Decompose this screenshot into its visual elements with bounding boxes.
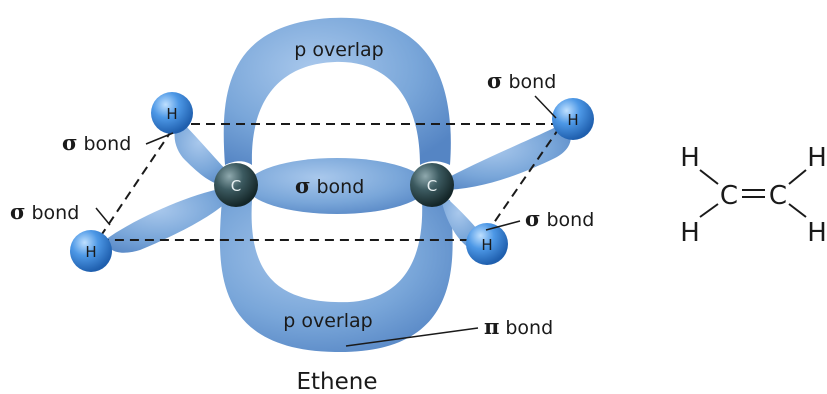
pi-symbol: π xyxy=(484,314,499,339)
formula-bond-h-c xyxy=(699,169,719,185)
leader-line xyxy=(145,132,174,145)
atom-label: H xyxy=(166,105,177,123)
leader-line xyxy=(345,327,479,347)
sigma-lobe-upper-left xyxy=(174,120,236,185)
carbon-atom-left: C xyxy=(214,163,258,207)
hydrogen-atom-lower-left: H xyxy=(70,230,112,272)
hydrogen-atom-upper-left: H xyxy=(151,92,193,134)
atom-label: C xyxy=(231,177,241,195)
formula-h-upper-left: H xyxy=(680,143,700,173)
structural-formula: H H H H C C xyxy=(680,143,827,248)
leader-line xyxy=(534,95,557,119)
leader-line xyxy=(95,207,111,226)
p-overlap-top-lobe xyxy=(223,17,451,166)
atom-label: H xyxy=(85,243,96,261)
formula-bond-h-c xyxy=(788,169,807,185)
hydrogen-atom-upper-right: H xyxy=(552,98,594,140)
sigma-bond-cc-lobe xyxy=(247,158,427,214)
diagram-caption: Ethene xyxy=(296,369,377,394)
formula-bond-h-c xyxy=(788,203,807,218)
formula-h-lower-left: H xyxy=(680,218,700,248)
sigma-lobe-upper-right xyxy=(440,125,571,190)
formula-bond-h-c xyxy=(699,203,719,218)
sigma-symbol: σ xyxy=(10,199,25,224)
leader-line xyxy=(485,220,521,231)
formula-h-upper-right: H xyxy=(807,143,827,173)
p-overlap-bottom-label: p overlap xyxy=(283,310,372,332)
hydrogen-atom-lower-right: H xyxy=(466,223,508,265)
atom-label: H xyxy=(481,236,492,254)
sigma-symbol: σ xyxy=(62,130,77,155)
sigma-symbol: σ xyxy=(487,68,502,93)
formula-c-right: C xyxy=(769,181,787,211)
atom-label: H xyxy=(567,111,578,129)
formula-c-left: C xyxy=(720,181,738,211)
p-overlap-bottom-lobe xyxy=(219,200,453,353)
sigma-lobe-lower-left xyxy=(105,186,237,253)
carbon-atom-right: C xyxy=(410,163,454,207)
p-overlap-top-label: p overlap xyxy=(294,39,383,61)
atom-label: C xyxy=(427,177,437,195)
sigma-symbol: σ xyxy=(525,206,540,231)
formula-h-lower-right: H xyxy=(807,218,827,248)
sigma-symbol: σ xyxy=(295,173,310,198)
